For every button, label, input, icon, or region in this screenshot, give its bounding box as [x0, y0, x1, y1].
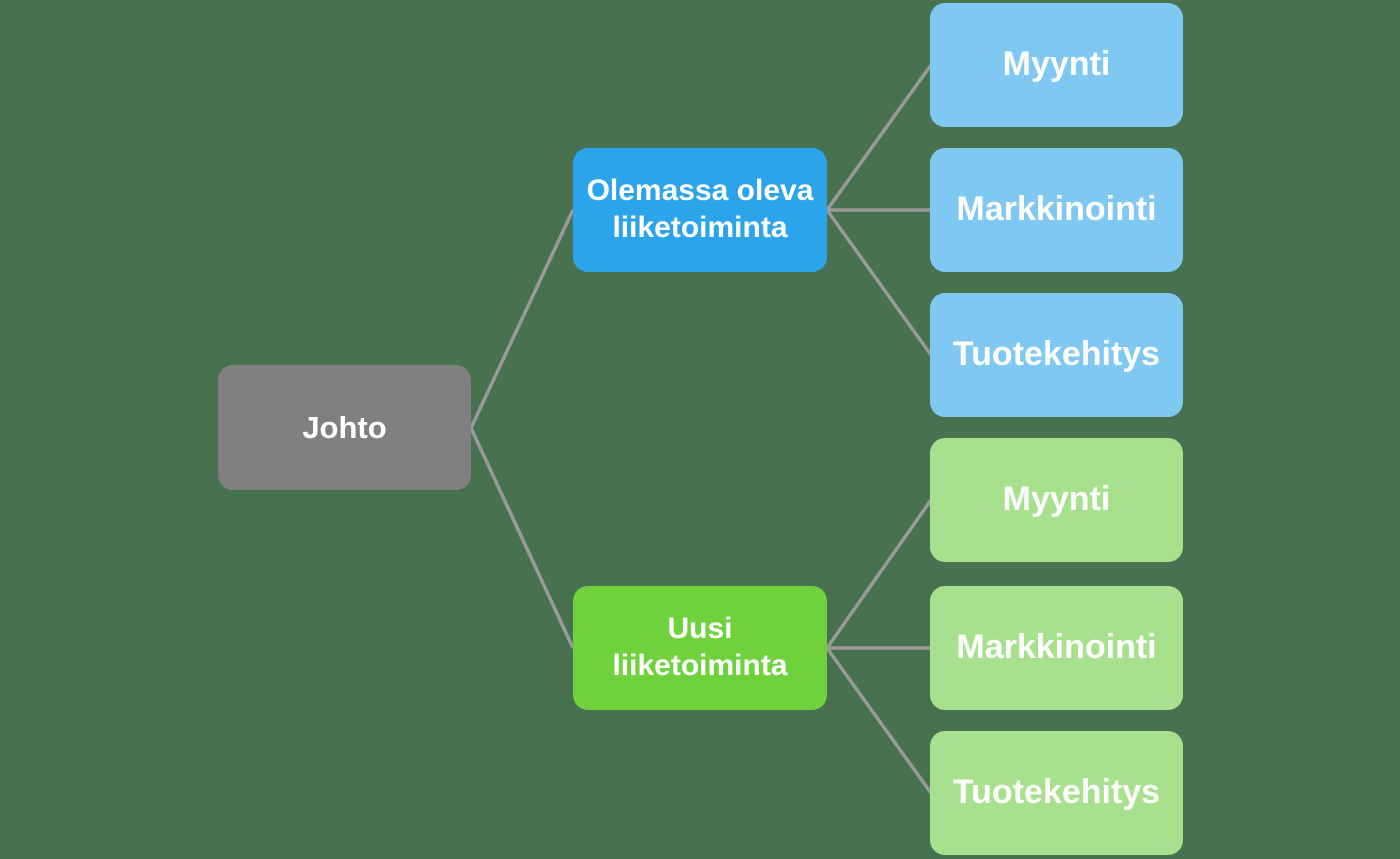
- edge-existing-myynti: [825, 63, 933, 212]
- branch-node-new-business[interactable]: Uusi liiketoiminta: [573, 586, 827, 710]
- branch-node-existing-business[interactable]: Olemassa oleva liiketoiminta: [573, 148, 827, 272]
- leaf-node-new-myynti[interactable]: Myynti: [930, 438, 1183, 562]
- leaf-node-new-tuotekehitys[interactable]: Tuotekehitys: [930, 731, 1183, 855]
- leaf-node-new-markkinointi[interactable]: Markkinointi: [930, 586, 1183, 710]
- branch-node-label: Uusi liiketoiminta: [612, 612, 788, 682]
- edge-existing-tuotekehitys: [825, 208, 933, 357]
- leaf-node-label: Tuotekehitys: [952, 773, 1161, 812]
- leaf-node-label: Myynti: [1002, 480, 1111, 519]
- leaf-node-label: Tuotekehitys: [952, 335, 1161, 374]
- root-node-johto[interactable]: Johto: [218, 365, 471, 490]
- edge-new-tuotekehitys: [825, 646, 933, 795]
- leaf-node-existing-myynti[interactable]: Myynti: [930, 3, 1183, 127]
- leaf-node-existing-markkinointi[interactable]: Markkinointi: [930, 148, 1183, 272]
- edge-root-existing: [469, 209, 575, 429]
- branch-node-label: Olemassa oleva liiketoiminta: [586, 174, 814, 244]
- leaf-node-label: Myynti: [1002, 45, 1111, 84]
- edge-new-myynti: [825, 498, 933, 650]
- leaf-node-label: Markkinointi: [956, 628, 1157, 667]
- leaf-node-label: Markkinointi: [956, 190, 1157, 229]
- edge-root-new: [469, 427, 575, 649]
- root-node-label: Johto: [302, 409, 387, 445]
- leaf-node-existing-tuotekehitys[interactable]: Tuotekehitys: [930, 293, 1183, 417]
